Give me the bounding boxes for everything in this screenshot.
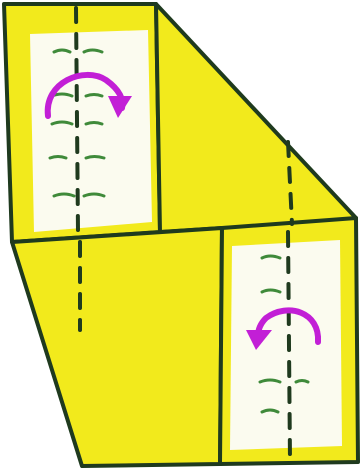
upper-fold-line: [76, 8, 78, 232]
lower-fold-line: [288, 232, 290, 460]
upper-left-flap: [4, 4, 160, 242]
upper-left-flap-inner-paper: [30, 30, 152, 232]
lower-diagonal-band: [12, 228, 222, 466]
upper-diagonal-band: [156, 4, 356, 232]
lower-right-flap-inner-paper: [230, 240, 342, 450]
